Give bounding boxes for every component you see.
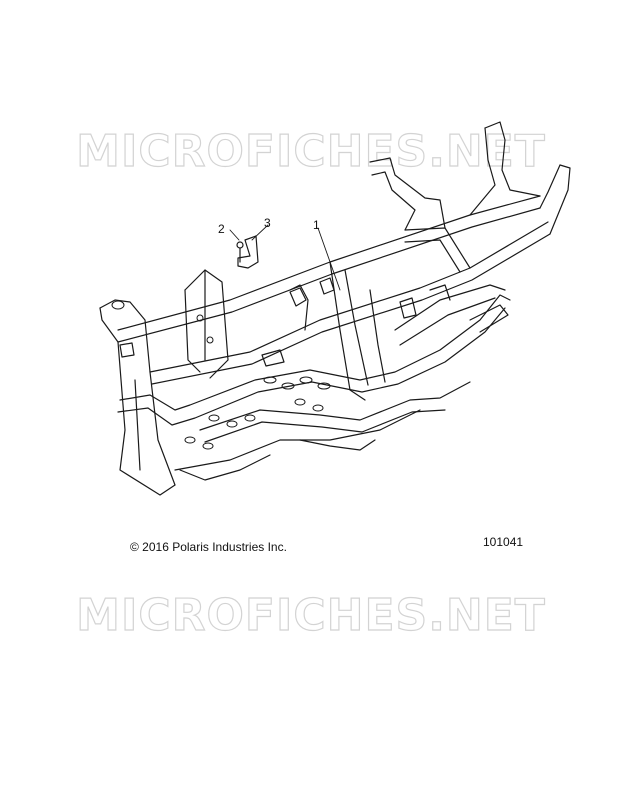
- upper-left-rail: [117, 195, 541, 343]
- part-3-bracket: [237, 235, 259, 269]
- figure-number: 101041: [483, 535, 524, 549]
- front-tower: [99, 269, 229, 496]
- watermark-bottom: MICROFICHES.NET: [76, 589, 546, 641]
- callout-1-label: 1: [313, 218, 320, 232]
- rear-cross-members: [369, 157, 471, 273]
- mount-brackets: [119, 277, 417, 367]
- upper-right-rail: [149, 221, 551, 385]
- callout-3-label: 3: [264, 216, 271, 230]
- callout-2-label: 2: [218, 222, 225, 236]
- rear-loop: [469, 121, 571, 235]
- leader-lines: [229, 224, 341, 291]
- rear-lower-rails: [394, 284, 509, 346]
- mid-uprights: [289, 261, 386, 401]
- lower-skid: [117, 294, 511, 481]
- floor-holes: [111, 300, 331, 450]
- part-2-nut: [236, 241, 244, 263]
- copyright-text: © 2016 Polaris Industries Inc.: [130, 540, 287, 554]
- watermark-top: MICROFICHES.NET: [76, 125, 546, 177]
